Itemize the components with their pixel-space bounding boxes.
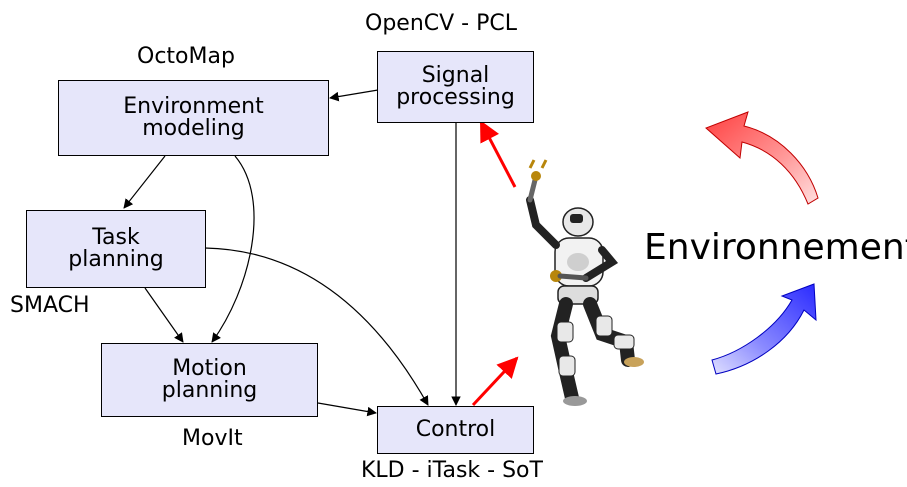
robot-figure-icon bbox=[526, 159, 644, 406]
smach-label: SMACH bbox=[10, 293, 90, 318]
arrow-motion-to-control bbox=[317, 402, 377, 417]
octomap-label: OctoMap bbox=[137, 44, 235, 69]
moveit-label: MovIt bbox=[182, 426, 243, 451]
opencv-pcl-label: OpenCV - PCL bbox=[365, 11, 517, 36]
arrow-signal-to-environment bbox=[329, 89, 379, 102]
arrow-environment-to-motion bbox=[211, 155, 255, 343]
blue-curved-arrow-icon bbox=[711, 283, 817, 375]
environment-label: Environnement bbox=[644, 227, 907, 268]
red-curved-arrow-icon bbox=[705, 111, 819, 205]
arrow-robot-to-signal bbox=[479, 120, 517, 188]
arrow-task-to-motion bbox=[144, 287, 184, 343]
signal-processing-box: Signal processing bbox=[377, 51, 534, 123]
arrow-task-to-control bbox=[204, 247, 429, 406]
arrow-environment-to-task bbox=[123, 155, 166, 209]
control-box: Control bbox=[377, 406, 534, 454]
motion-planning-box: Motion planning bbox=[101, 343, 318, 417]
kld-itask-sot-label: KLD - iTask - SoT bbox=[361, 458, 543, 483]
environment-modeling-box: Environment modeling bbox=[58, 80, 329, 156]
arrow-control-to-robot bbox=[471, 356, 519, 407]
task-planning-box: Task planning bbox=[26, 210, 206, 288]
